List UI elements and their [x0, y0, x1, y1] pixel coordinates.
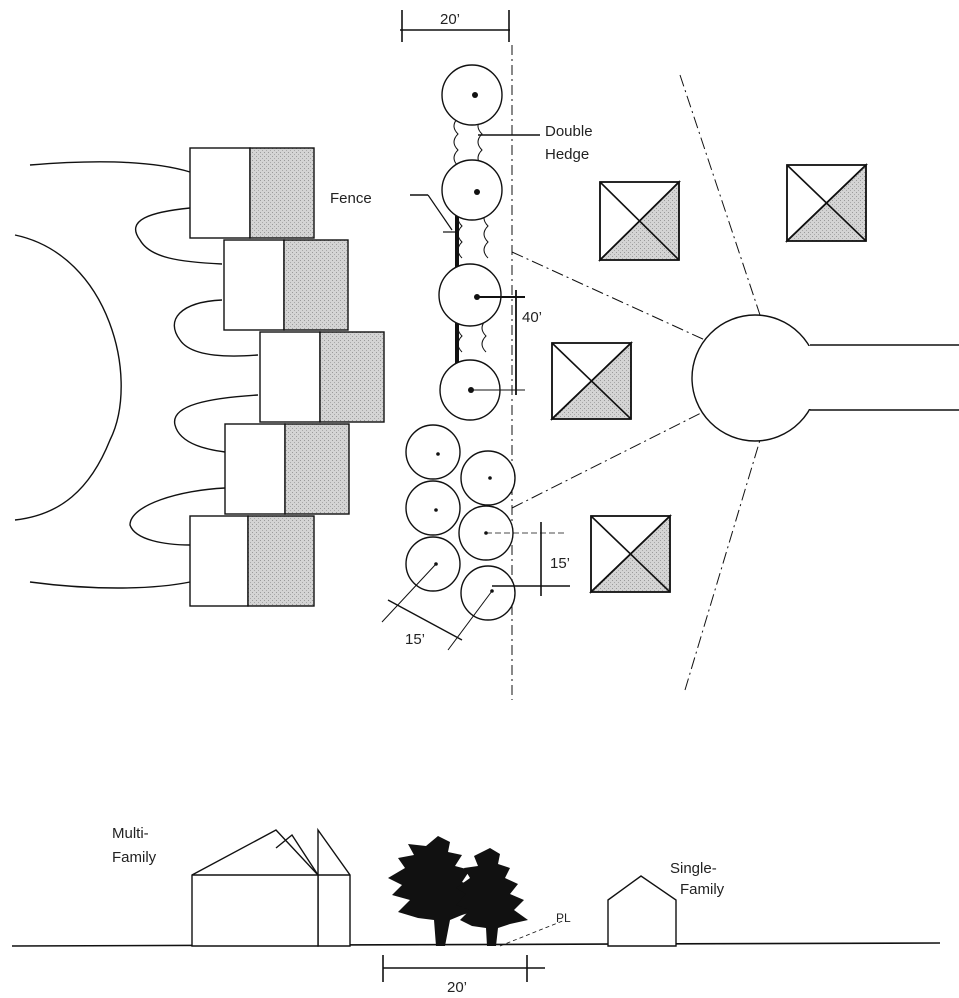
unit-1 [189, 147, 251, 239]
tree-small-2 [460, 450, 516, 506]
dim-40-label: 40’ [522, 309, 542, 326]
single-family-elevation [607, 875, 677, 947]
tree-large-3 [438, 263, 502, 327]
dim-15-diagonal-label: 15’ [405, 631, 425, 648]
single-family-label-2: Family [680, 881, 725, 898]
property-line-label: PL [556, 911, 571, 925]
tree-small-5 [405, 536, 461, 592]
single-family-houses [550, 163, 868, 594]
unit-2 [223, 239, 285, 331]
dim-15-vertical-label: 15’ [550, 555, 570, 572]
plan-view [14, 10, 959, 700]
tree-small-3 [405, 480, 461, 536]
double-hedge-label-2: Hedge [545, 146, 589, 163]
tree-small-1 [405, 424, 461, 480]
dim-20-bottom-label: 20’ [447, 979, 467, 996]
ground-line [11, 942, 941, 947]
unit-3-shaded [319, 331, 385, 423]
multi-family-elevation [191, 827, 351, 947]
dim-20-top-label: 20’ [440, 11, 460, 28]
dimension-15-diagonal [381, 563, 493, 651]
unit-5 [189, 515, 249, 607]
house-1 [598, 180, 681, 262]
fence-label: Fence [330, 190, 372, 207]
fence-leader-diag [427, 194, 453, 231]
section-trees [388, 836, 528, 946]
dimension-40 [471, 290, 525, 395]
multi-family-label-2: Family [112, 849, 157, 866]
small-trees [405, 424, 516, 621]
double-hedge-label-1: Double [545, 123, 593, 140]
section-tree-1 [388, 836, 478, 946]
unit-4 [224, 423, 286, 515]
house-4 [589, 514, 672, 594]
house-3 [550, 341, 633, 421]
road-mask [805, 346, 825, 409]
section-view [11, 827, 941, 982]
dimension-20-bottom [382, 955, 545, 982]
large-tree-centers [468, 92, 480, 393]
left-road-curve-bottom [29, 581, 191, 589]
unit-4-shaded [284, 423, 350, 515]
unit-2-shaded [283, 239, 349, 331]
single-family-label-1: Single- [670, 860, 717, 877]
large-trees [438, 64, 503, 421]
unit-3 [259, 331, 321, 423]
cul-de-sac [691, 314, 819, 442]
multi-family-units [189, 147, 385, 607]
left-road-curve-top [29, 161, 191, 173]
section-tree-2 [456, 848, 528, 946]
lot-lines [511, 74, 761, 691]
left-cul-de-sac-arc [14, 234, 122, 521]
property-line-section [499, 919, 566, 947]
tree-small-6 [460, 565, 516, 621]
unit-5-shaded [247, 515, 315, 607]
tree-large-2 [441, 159, 503, 221]
house-2 [785, 163, 868, 243]
dimension-15-vertical [486, 522, 570, 596]
access-road [810, 344, 959, 411]
parking-scallops [129, 207, 259, 546]
multi-family-label-1: Multi- [112, 825, 149, 842]
dimension-20-top [400, 10, 510, 42]
unit-1-shaded [249, 147, 315, 239]
